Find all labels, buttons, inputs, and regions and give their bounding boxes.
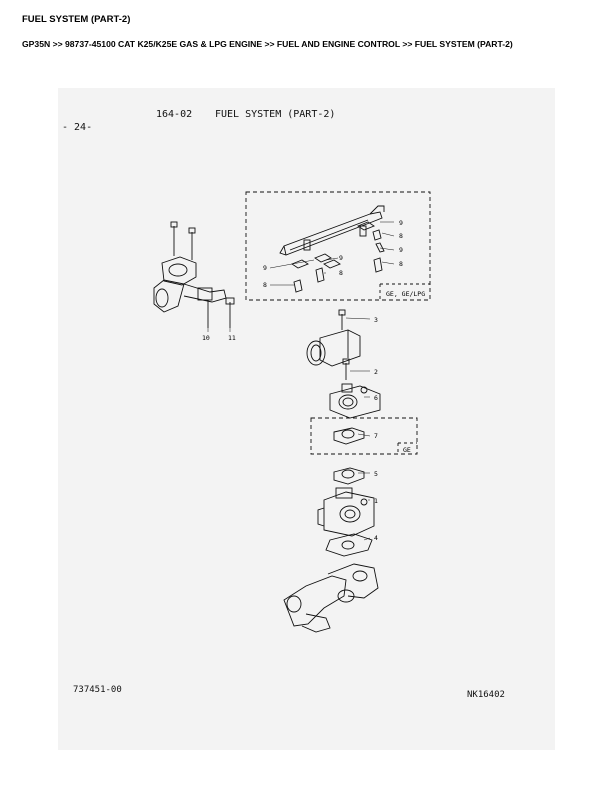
gasket-lower [325, 533, 373, 557]
gasket-upper [333, 467, 365, 485]
intake-manifold [283, 563, 379, 633]
group-box-ge-lpg [245, 191, 431, 301]
page-title: FUEL SYSTEM (PART-2) [22, 14, 131, 25]
callout-11: 11 [228, 334, 236, 342]
callout-3: 3 [374, 316, 378, 324]
callout-9: 9 [339, 254, 343, 262]
gasket-ge [333, 427, 365, 445]
breadcrumb: GP35N >> 98737-45100 CAT K25/K25E GAS & … [22, 39, 513, 49]
mixer-body [317, 487, 375, 537]
callout-9: 9 [399, 219, 403, 227]
reference-code: NK16402 [467, 690, 505, 700]
callout-8: 8 [339, 269, 343, 277]
callout-1: 1 [374, 497, 378, 505]
group-label-ge: GE [403, 446, 411, 454]
intake-adapter [306, 309, 361, 367]
callout-labels: 9 8 9 8 9 8 9 8 3 2 6 7 5 1 4 10 11 GE, … [202, 219, 425, 542]
callout-6: 6 [374, 394, 378, 402]
group-number: 164-02 [156, 109, 193, 120]
callout-leaders [207, 221, 395, 541]
group-title: FUEL SYSTEM (PART-2) [215, 109, 336, 120]
injector-fittings [291, 221, 385, 293]
callout-8: 8 [399, 260, 403, 268]
callout-8: 8 [263, 281, 267, 289]
group-box-ge [310, 417, 418, 455]
drawing-number: 737451-00 [73, 685, 122, 695]
callout-2: 2 [374, 368, 378, 376]
page-marker: - 24- [62, 122, 93, 133]
callout-8: 8 [399, 232, 403, 240]
callout-7: 7 [374, 432, 378, 440]
callout-5: 5 [374, 470, 378, 478]
callout-9: 9 [263, 264, 267, 272]
group-label-ge-lpg: GE, GE/LPG [386, 290, 425, 298]
fuel-rail-assembly [279, 205, 385, 256]
callout-9: 9 [399, 246, 403, 254]
parts-diagram-sheet: - 24- 164-02 FUEL SYSTEM (PART-2) 737451… [58, 88, 555, 750]
callout-10: 10 [202, 334, 210, 342]
callout-4: 4 [374, 534, 378, 542]
thermostat-housing-assembly [153, 221, 235, 328]
exploded-view-drawing: 9 8 9 8 9 8 9 8 3 2 6 7 5 1 4 10 11 GE, … [153, 191, 431, 633]
throttle-body [329, 383, 381, 419]
